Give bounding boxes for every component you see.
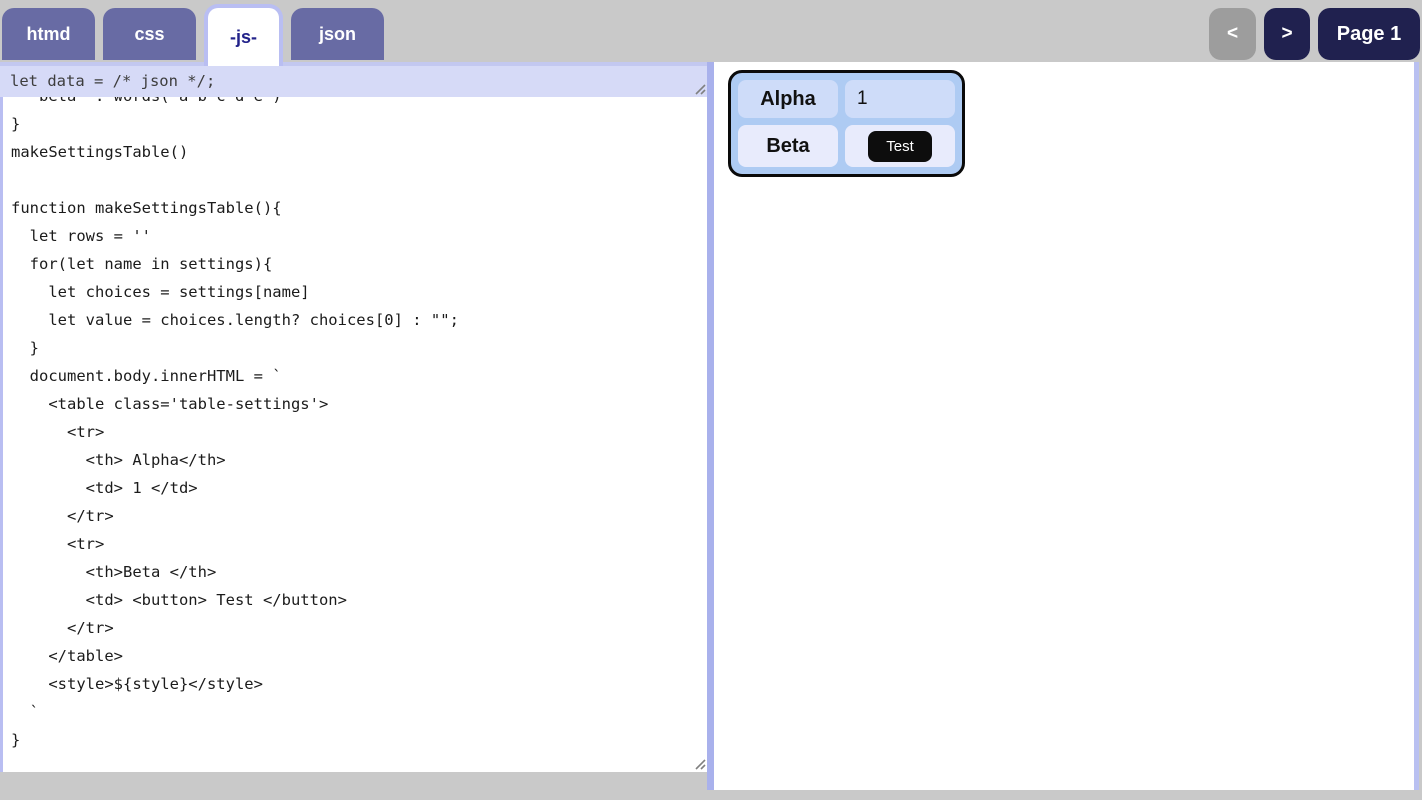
tab-json[interactable]: json: [291, 8, 384, 60]
prev-page-button[interactable]: <: [1209, 8, 1256, 60]
tab-css[interactable]: css: [103, 8, 196, 60]
next-page-button[interactable]: >: [1264, 8, 1310, 60]
code-editor-input[interactable]: 'beta' : words('a b c d e') } makeSettin…: [0, 97, 708, 772]
data-declaration-text: let data = /* json */;: [10, 72, 216, 90]
row-header: Alpha: [738, 80, 838, 118]
tab-js[interactable]: -js-: [204, 4, 283, 66]
table-row: Beta Test: [738, 125, 955, 167]
row-header: Beta: [738, 125, 838, 167]
resize-handle-icon[interactable]: [693, 82, 706, 95]
tab-htmd[interactable]: htmd: [2, 8, 95, 60]
row-value-cell: 1: [845, 80, 955, 118]
resize-handle-icon[interactable]: [693, 757, 706, 770]
code-text: 'beta' : words('a b c d e') } makeSettin…: [11, 97, 459, 749]
data-declaration-input[interactable]: let data = /* json */;: [0, 62, 708, 97]
row-value-cell: Test: [845, 125, 955, 167]
page-indicator-button[interactable]: Page 1: [1318, 8, 1420, 60]
test-button[interactable]: Test: [868, 130, 932, 162]
page-nav: < > Page 1: [1209, 8, 1420, 60]
